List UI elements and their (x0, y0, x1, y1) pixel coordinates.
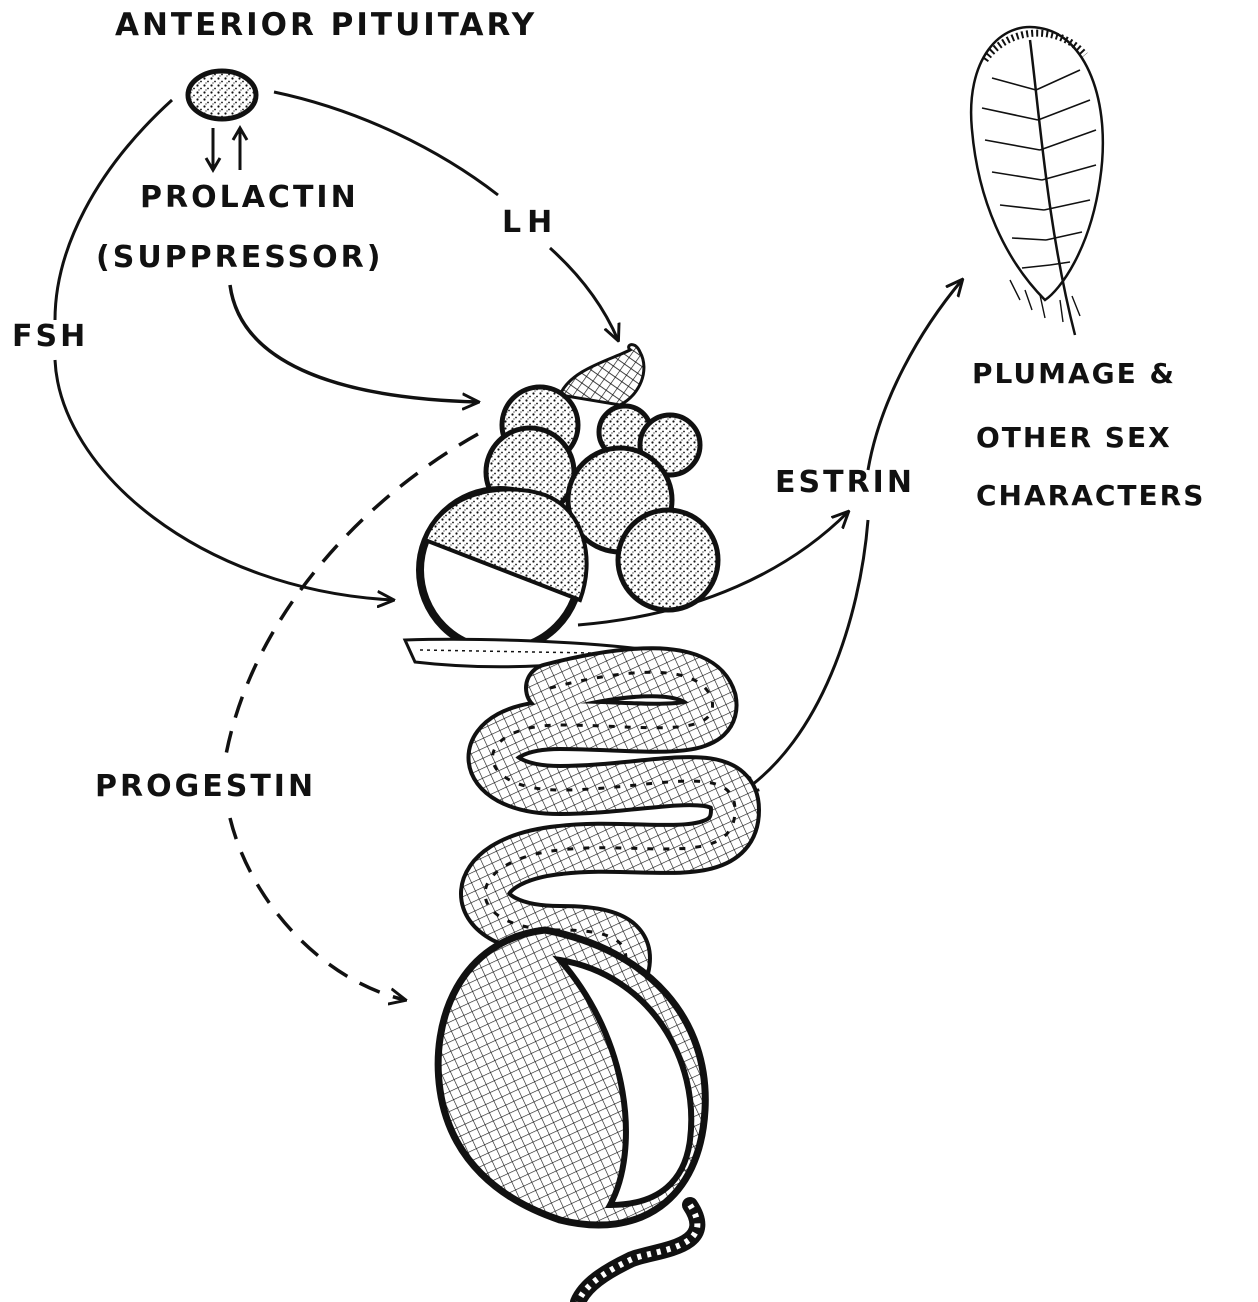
estrin-label: ESTRIN (775, 468, 915, 498)
prolactin-label: PROLACTIN (140, 183, 359, 213)
ovary-drawing (420, 345, 718, 650)
lh-label: LH (502, 208, 558, 238)
prolactin-arrow (230, 285, 478, 402)
progestin-label: PROGESTIN (95, 772, 316, 802)
anterior-pituitary-label: ANTERIOR PITUITARY (115, 10, 537, 41)
other-sex-label: OTHER SEX (976, 424, 1172, 452)
estrin-arrow-to-plumage (868, 280, 962, 470)
estrin-arrow-to-oviduct (742, 520, 868, 792)
shell-gland-drawing (438, 930, 705, 1225)
prolactin-exchange-arrows (206, 128, 247, 170)
characters-label: CHARACTERS (976, 482, 1205, 510)
plumage-label: PLUMAGE & (972, 360, 1176, 388)
fsh-arrow (55, 100, 393, 600)
fsh-label: FSH (12, 322, 88, 352)
suppressor-label: (SUPPRESSOR) (96, 243, 383, 273)
pituitary-gland (188, 71, 256, 119)
lh-arrow (274, 92, 618, 340)
feather-drawing (971, 27, 1103, 335)
